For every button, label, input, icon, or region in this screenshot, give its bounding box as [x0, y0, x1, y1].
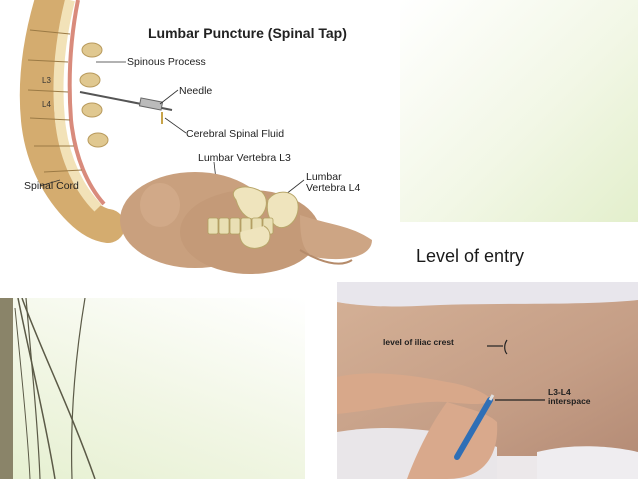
l3-vertebra-label: L3 [42, 76, 51, 85]
lumbar-puncture-diagram: Lumbar Puncture (Spinal Tap) Spinous Pro… [0, 0, 400, 298]
interspace-line2: interspace [548, 396, 591, 406]
diagram-title: Lumbar Puncture (Spinal Tap) [148, 25, 347, 41]
lumbar-l3-label: Lumbar Vertebra L3 [198, 152, 291, 164]
spinal-cord-label: Spinal Cord [24, 180, 79, 192]
diagram-illustration [19, 0, 372, 274]
photo-illustration [337, 282, 638, 479]
lumbar-l4-label: Lumbar Vertebra L4 [306, 172, 360, 194]
decorative-stems [14, 298, 96, 479]
interspace-label: L3-L4 interspace [548, 388, 591, 406]
needle-label: Needle [179, 85, 213, 97]
lumbar-l4-line1: Lumbar [306, 171, 342, 183]
decorative-strip [0, 298, 13, 479]
background-gradient-right [400, 0, 638, 222]
lumbar-l4-line2: Vertebra L4 [306, 182, 361, 194]
csf-label: Cerebral Spinal Fluid [186, 128, 285, 140]
background-gradient-left [0, 298, 305, 479]
level-of-entry-caption: Level of entry [416, 246, 525, 266]
clinical-photo: level of iliac crest L3-L4 interspace [337, 282, 638, 479]
spinous-process-label: Spinous Process [127, 56, 206, 68]
iliac-crest-label: level of iliac crest [383, 337, 454, 347]
l4-vertebra-label: L4 [42, 100, 51, 109]
interspace-line1: L3-L4 [548, 387, 571, 397]
